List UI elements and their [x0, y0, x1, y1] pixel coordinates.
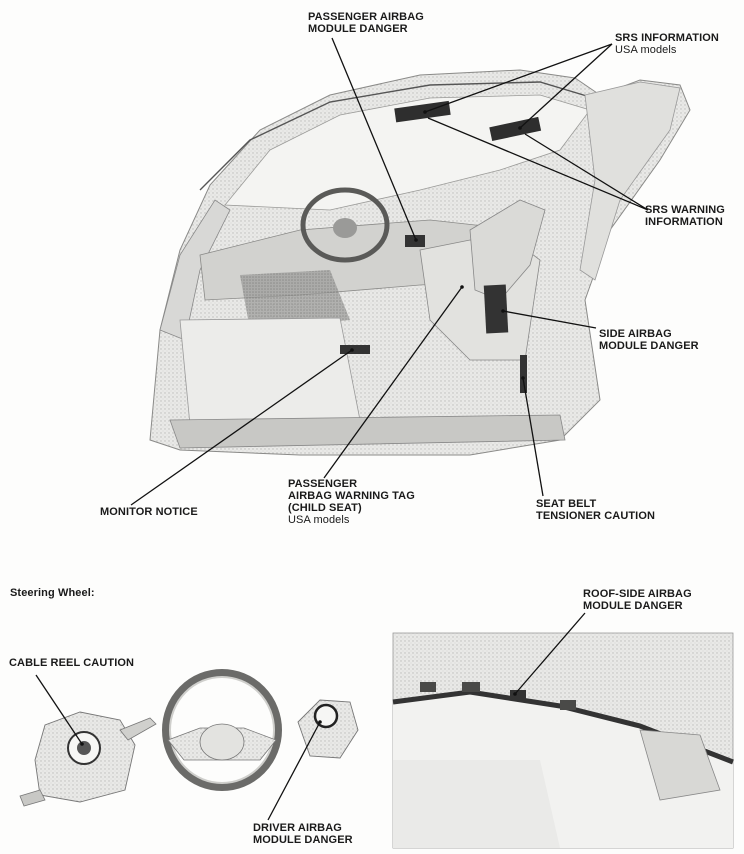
leader-lines [35, 37, 649, 821]
cable-reel-illustration [19, 711, 157, 807]
leader-arrowheads [80, 110, 525, 746]
side-airbag-module-danger-label: SIDE AIRBAG MODULE DANGER [599, 328, 699, 352]
roof-side-airbag-illustration [392, 632, 734, 849]
passenger-airbag-warning-tag-label: PASSENGER AIRBAG WARNING TAG (CHILD SEAT… [288, 478, 415, 526]
steering-wheel-illustration [162, 669, 282, 791]
car-interior-illustration [149, 69, 691, 456]
driver-airbag-module-illustration [297, 699, 359, 759]
monitor-notice-label: MONITOR NOTICE [100, 506, 198, 518]
srs-warning-information-label: SRS WARNING INFORMATION [645, 204, 725, 228]
roof-side-airbag-module-danger-label: ROOF-SIDE AIRBAG MODULE DANGER [583, 588, 692, 612]
cable-reel-caution-label: CABLE REEL CAUTION [9, 657, 135, 669]
passenger-airbag-module-danger-label: PASSENGER AIRBAG MODULE DANGER [308, 11, 424, 35]
srs-information-label: SRS INFORMATION USA models [615, 32, 719, 56]
seat-belt-tensioner-caution-label: SEAT BELT TENSIONER CAUTION [536, 498, 656, 522]
steering-wheel-heading: Steering Wheel: [10, 587, 95, 599]
driver-airbag-module-danger-label: DRIVER AIRBAG MODULE DANGER [253, 822, 353, 846]
